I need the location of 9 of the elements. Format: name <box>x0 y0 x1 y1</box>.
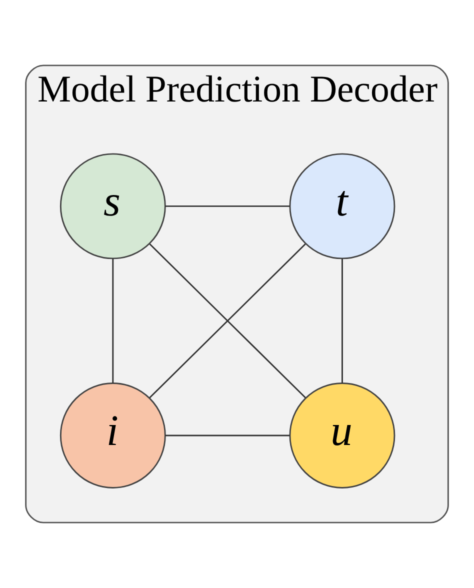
connector <box>149 244 306 398</box>
node-circle: i <box>60 382 166 488</box>
node-circle: u <box>289 382 396 488</box>
connector <box>165 434 290 436</box>
node-circle: t <box>289 153 396 260</box>
connector <box>342 258 343 384</box>
connector <box>165 205 290 207</box>
node-circle: s <box>60 153 166 260</box>
connector <box>112 258 114 384</box>
